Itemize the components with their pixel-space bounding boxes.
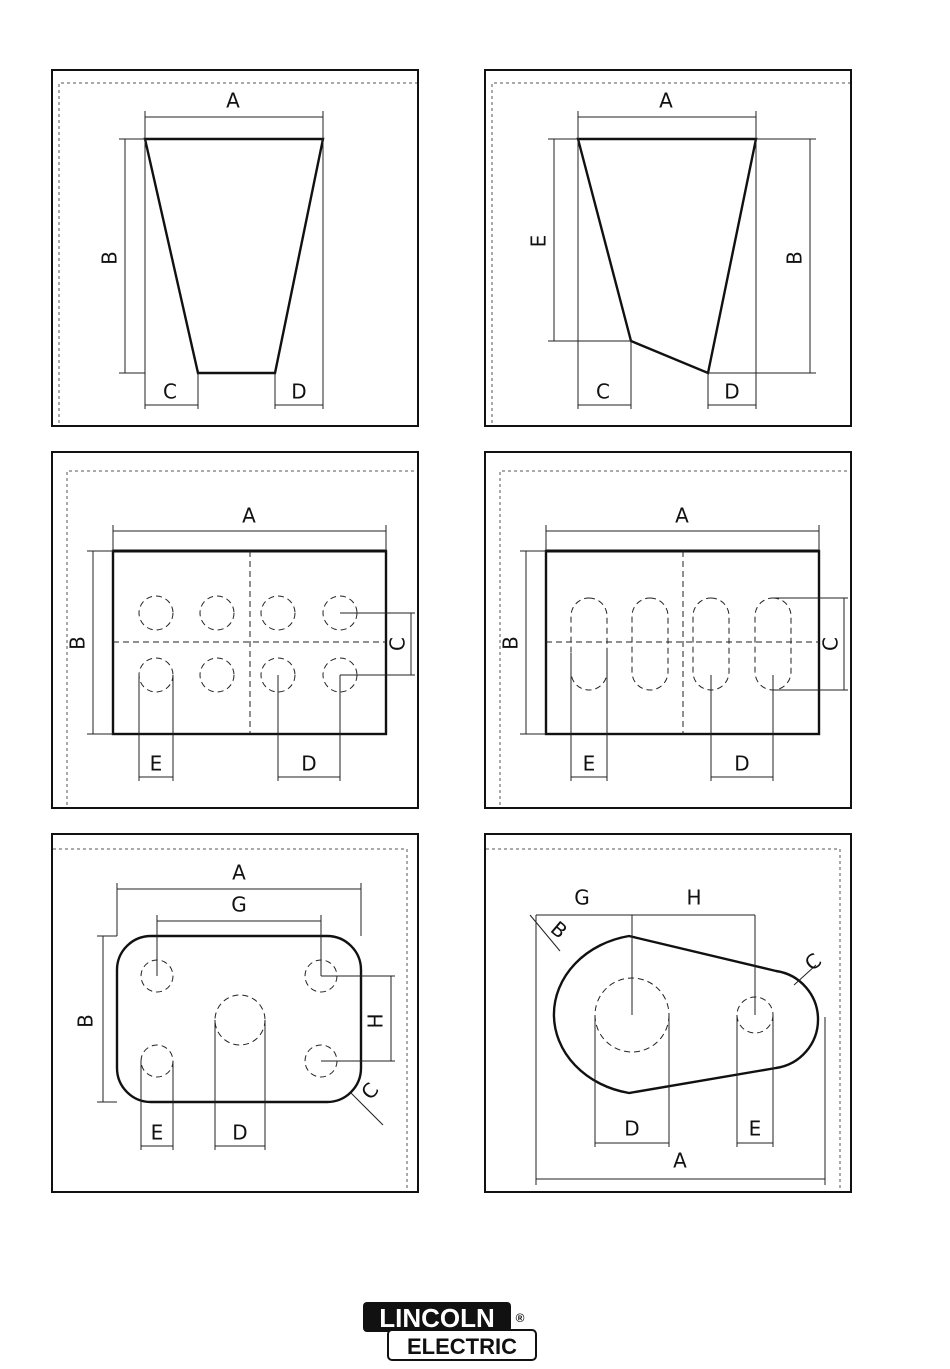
dim-label-d: D [301, 752, 316, 776]
dim-label-c: C [596, 380, 610, 404]
dim-label-a: A [675, 504, 689, 528]
logo-line2: ELECTRIC [407, 1334, 517, 1359]
hole-row-top [139, 596, 357, 630]
slots-drawing: A B C E D [486, 453, 852, 809]
dim-label-e: E [583, 752, 596, 776]
diagram-panel-tapered-link: G H B C D E A [484, 833, 852, 1193]
dim-label-a: A [673, 1149, 687, 1173]
hole-row-bottom [139, 658, 357, 692]
round-holes-drawing: A B C E D [53, 453, 419, 809]
dim-label-a: A [232, 861, 246, 885]
dim-label-c: C [800, 948, 826, 975]
dim-label-g: G [574, 886, 590, 910]
diagram-panel-round-holes: A B C E D [51, 451, 419, 809]
tapered-link-drawing: G H B C D E A [486, 835, 852, 1193]
logo-registered-mark: ® [516, 1311, 525, 1325]
dim-label-a: A [242, 504, 256, 528]
dim-label-d: D [724, 380, 739, 404]
dim-label-c: C [819, 637, 843, 651]
diagram-panel-slots: A B C E D [484, 451, 852, 809]
dim-label-b: B [499, 636, 523, 650]
rounded-plate-drawing: A G B H C E D [53, 835, 419, 1193]
slot-row [571, 598, 791, 690]
dim-label-c: C [356, 1078, 383, 1104]
diagram-panel-trapezoid: A B C D [51, 69, 419, 427]
diagram-panel-offset-hopper: A E B C D [484, 69, 852, 427]
dim-label-g: G [231, 893, 247, 917]
dim-label-h: H [364, 1013, 388, 1028]
dim-label-b: B [783, 251, 807, 265]
dim-label-b: B [66, 636, 90, 650]
dim-label-d: D [734, 752, 749, 776]
logo-line1: LINCOLN [379, 1303, 495, 1333]
diagram-panel-rounded-plate: A G B H C E D [51, 833, 419, 1193]
dim-label-e: E [527, 235, 551, 248]
dim-label-e: E [150, 752, 163, 776]
dim-label-c: C [386, 637, 410, 651]
dim-label-d: D [291, 380, 306, 404]
dim-label-e: E [749, 1117, 762, 1141]
dim-label-h: H [686, 886, 701, 910]
trapezoid-drawing: A B C D [53, 71, 419, 427]
dim-label-e: E [151, 1121, 164, 1145]
dim-label-a: A [659, 89, 673, 113]
dim-label-d: D [232, 1121, 247, 1145]
dim-label-a: A [226, 89, 240, 113]
dim-label-d: D [624, 1117, 639, 1141]
lincoln-electric-logo: LINCOLN ELECTRIC ® [362, 1300, 540, 1362]
dim-label-c: C [163, 380, 177, 404]
dim-label-b: B [98, 251, 122, 265]
offset-hopper-drawing: A E B C D [486, 71, 852, 427]
dim-label-b: B [74, 1014, 98, 1028]
